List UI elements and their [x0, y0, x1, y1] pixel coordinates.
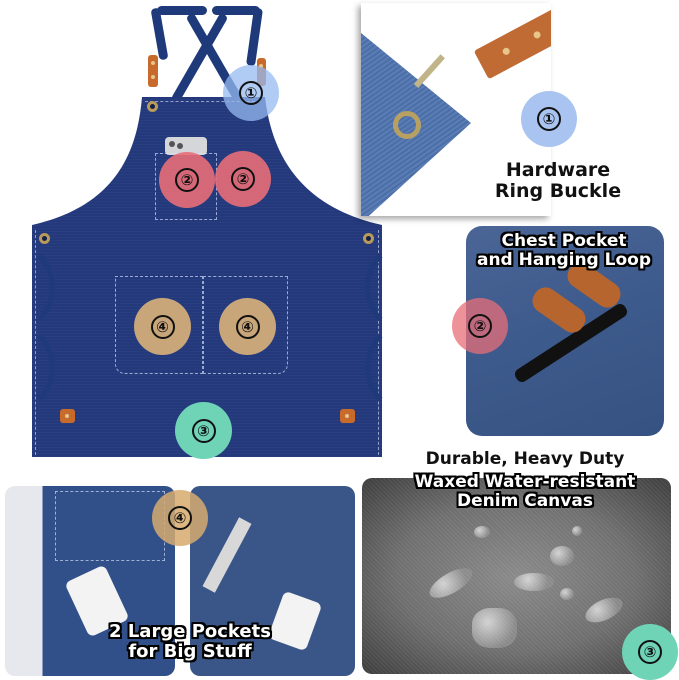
water-drop [550, 546, 574, 566]
pocket-outline [55, 491, 165, 561]
o-ring-icon [393, 111, 421, 139]
grommet-side-right [363, 233, 374, 244]
water-drop [474, 526, 490, 538]
water-drop [572, 526, 582, 536]
canvas-caption-rest: Waxed Water-resistant Denim Canvas [414, 472, 636, 512]
apron-main-illustration: ① ② ② ④ ④ ③ [0, 0, 440, 460]
side-tie-loop-left-lower [0, 320, 55, 415]
neck-strap-left [150, 7, 169, 61]
badge-canvas-3: ③ [175, 402, 232, 459]
badge-chest-pocket-2b: ② [215, 151, 271, 207]
waxed-canvas-photo [362, 478, 671, 674]
neck-strap-top-arc-2 [212, 6, 260, 15]
chest-pocket-caption: Chest Pocket and Hanging Loop [476, 231, 651, 271]
badge-hardware-panel: ① [521, 91, 577, 147]
large-pocket-right [203, 276, 288, 374]
phone-in-chest-pocket [165, 137, 207, 155]
water-drop [425, 562, 477, 604]
grommet-side-left [39, 233, 50, 244]
tie-leather-tab-left [60, 409, 75, 423]
water-drop [581, 592, 627, 628]
hardware-detail-photo [361, 3, 551, 216]
large-pocket-left [115, 276, 203, 374]
water-drop [472, 608, 517, 648]
badge-hardware-1: ① [223, 65, 279, 121]
grommet-top-left [147, 101, 158, 112]
badge-canvas-panel: ③ [622, 624, 678, 680]
neck-strap-top-arc [157, 6, 207, 15]
strap-leather-tab-left [148, 55, 158, 87]
tie-leather-tab-right [340, 409, 355, 423]
canvas-caption-line1: Durable, Heavy Duty [425, 449, 625, 469]
large-pocket-photo-hand [5, 486, 175, 676]
side-tie-loop-left-upper [0, 240, 55, 335]
leather-strap [473, 8, 551, 80]
badge-chest-pocket-panel: ② [452, 298, 508, 354]
caliper-icon [202, 517, 252, 593]
badge-large-pocket-4b: ④ [219, 298, 276, 355]
apron-stitch-top [145, 101, 260, 102]
side-tie-loop-right-upper [365, 240, 460, 335]
swivel-hook [413, 54, 445, 89]
badge-large-pockets-panel: ④ [152, 490, 208, 546]
hardware-caption: Hardware Ring Buckle [494, 159, 622, 203]
water-drop [514, 573, 554, 591]
side-tie-loop-right-lower [365, 320, 460, 415]
badge-chest-pocket-2a: ② [159, 152, 215, 208]
badge-large-pocket-4a: ④ [134, 298, 191, 355]
large-pockets-caption: 2 Large Pockets for Big Stuff [109, 621, 271, 663]
water-drop [560, 588, 574, 600]
large-pocket-photo-tools [190, 486, 355, 676]
